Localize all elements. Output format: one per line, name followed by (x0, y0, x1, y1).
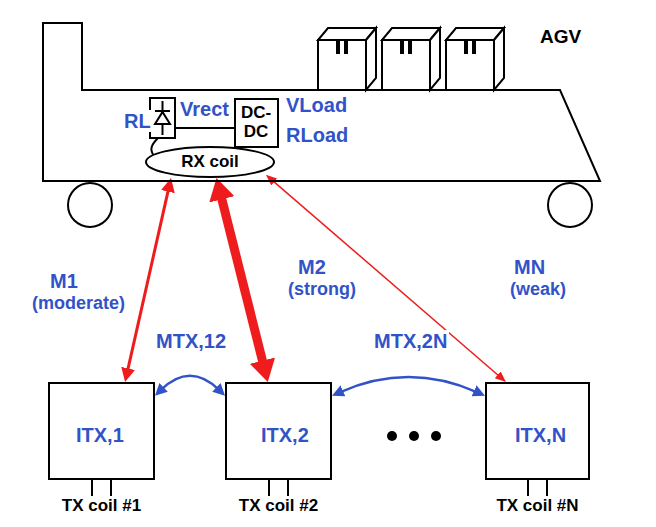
coupling-label: M1 (48, 270, 80, 292)
arrow-head (125, 372, 127, 382)
node-text: RX coil (181, 152, 239, 172)
voltage-label: VLoad (284, 94, 349, 116)
tx-coil: ITX,2TX coil #2 (225, 382, 332, 480)
voltage-label: Vrect (178, 98, 231, 120)
coupling-arrow (340, 377, 478, 392)
node-text: ITX,N (515, 424, 566, 447)
coupling-note: (moderate) (30, 294, 127, 314)
coil-ellipse (146, 147, 274, 177)
node-title: TX coil #N (496, 496, 578, 516)
arrow-head (264, 367, 268, 382)
arrow-head (477, 392, 485, 395)
arrow-head (169, 178, 171, 188)
dc-dc-box: DC- DC (234, 98, 279, 148)
node-text: AGV (540, 26, 581, 48)
rx-coil: RX coil (145, 146, 275, 178)
coupling-arrow (161, 376, 219, 390)
wheel (68, 183, 112, 227)
arrow-head (332, 392, 340, 395)
node-title: TX coil #2 (239, 496, 318, 516)
diode-symbol (155, 101, 170, 135)
node-text: DC- DC (241, 104, 271, 141)
coil-leads (92, 480, 547, 496)
node-title: TX coil #1 (62, 496, 141, 516)
resistance-label: RLoad (284, 124, 350, 146)
coupling-label: MTX,2N (372, 330, 449, 352)
rectifier-box (150, 98, 175, 138)
tape-marks (338, 40, 474, 54)
coupling-label: M2 (296, 256, 328, 278)
wheel (548, 183, 592, 227)
coupling-label: MTX,12 (154, 330, 228, 352)
arrow-head (266, 175, 272, 180)
vehicle-outline (43, 23, 600, 181)
coupling-label: MN (512, 256, 547, 278)
arrow-head (155, 390, 161, 396)
ellipsis-dots (387, 431, 441, 441)
coupling-arrow (272, 180, 500, 377)
tx-coil: ITX,NTX coil #N (485, 382, 590, 480)
cargo-boxes (318, 28, 504, 90)
coupling-note: (strong) (286, 280, 358, 300)
node-text: ITX,2 (261, 424, 309, 447)
tx-coil: ITX,1TX coil #1 (48, 382, 155, 480)
resistance-label: RL (122, 110, 153, 132)
node-text: ITX,1 (76, 424, 124, 447)
coupling-note: (weak) (508, 280, 568, 300)
